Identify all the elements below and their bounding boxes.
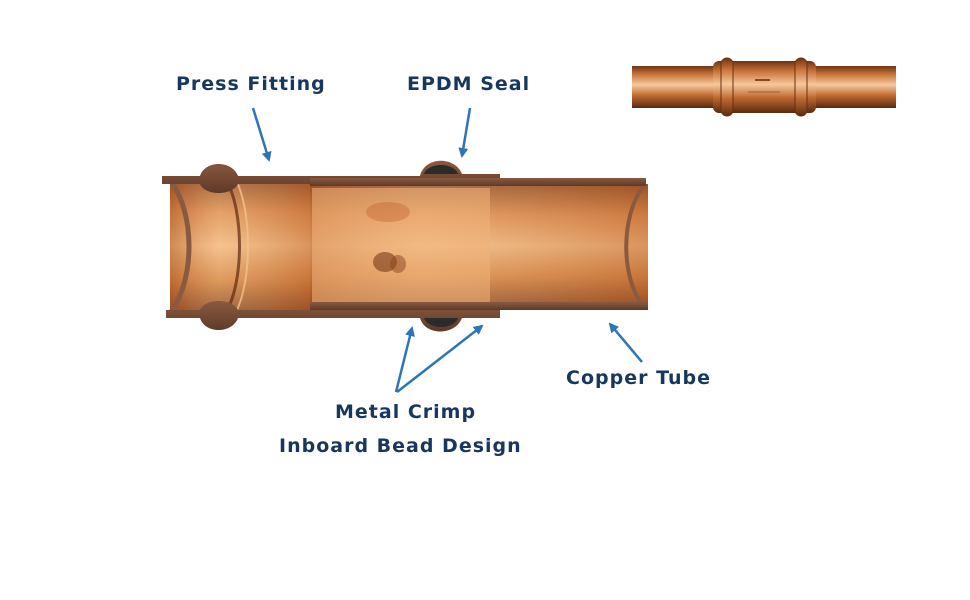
epdm-seal-arrow bbox=[458, 107, 472, 158]
press-fitting-label: Press Fitting bbox=[176, 73, 326, 95]
cutaway-section bbox=[162, 160, 648, 332]
epdm-seal-label: EPDM Seal bbox=[407, 73, 531, 95]
copper-tube-label: Copper Tube bbox=[566, 367, 711, 389]
copper-tube-arrow bbox=[608, 322, 643, 363]
pointer-arrows bbox=[251, 107, 643, 393]
inboard-bead-label: Inboard Bead Design bbox=[279, 435, 522, 457]
fitting-photo bbox=[632, 57, 896, 117]
metal-crimp-label: Metal Crimp bbox=[335, 401, 477, 423]
inboard-bead-arrow bbox=[396, 324, 484, 393]
metal-crimp-arrow bbox=[394, 326, 415, 393]
press-fitting-arrow bbox=[251, 107, 272, 162]
